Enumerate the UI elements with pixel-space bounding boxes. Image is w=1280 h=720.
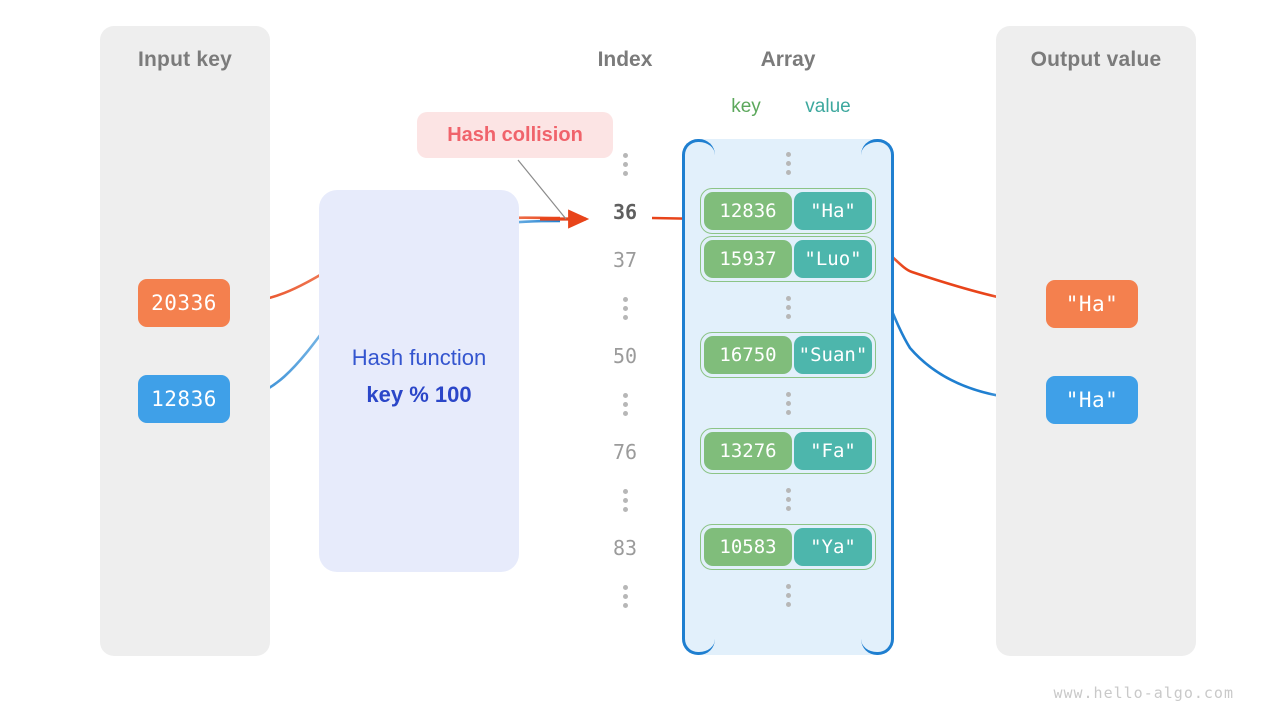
input-key-panel: Input key — [100, 26, 270, 656]
array-rows: 12836"Ha"15937"Luo"16750"Suan"13276"Fa"1… — [682, 139, 894, 655]
ellipsis-icon — [785, 583, 791, 607]
ellipsis-icon — [785, 391, 791, 415]
bucket-key: 16750 — [704, 336, 792, 374]
hash-function-formula: key % 100 — [366, 382, 472, 407]
hash-function-box: Hash function key % 100 — [319, 190, 519, 572]
array-ellipsis — [682, 475, 894, 523]
output-panel-title: Output value — [1030, 48, 1162, 71]
array-bucket: 16750"Suan" — [682, 331, 894, 379]
key-value-pair[interactable]: 12836"Ha" — [700, 188, 876, 234]
index-ellipsis — [585, 476, 665, 524]
index-label: 76 — [612, 440, 638, 464]
ellipsis-icon — [622, 152, 628, 176]
key-value-pair[interactable]: 15937"Luo" — [700, 236, 876, 282]
array-ellipsis — [682, 139, 894, 187]
value-subheader: value — [805, 96, 851, 117]
array-ellipsis — [682, 283, 894, 331]
bucket-value: "Luo" — [794, 240, 872, 278]
watermark: www.hello-algo.com — [1053, 684, 1234, 702]
bucket-key: 12836 — [704, 192, 792, 230]
input-key-chip-1[interactable]: 20336 — [138, 279, 230, 327]
array-ellipsis — [682, 571, 894, 619]
output-value-panel: Output value — [996, 26, 1196, 656]
collision-leader-line — [517, 159, 567, 220]
index-column: 36 37 50 76 83 — [585, 140, 665, 620]
key-value-pair[interactable]: 10583"Ya" — [700, 524, 876, 570]
ellipsis-icon — [785, 295, 791, 319]
index-ellipsis — [585, 572, 665, 620]
index-ellipsis — [585, 284, 665, 332]
bucket-key: 13276 — [704, 432, 792, 470]
index-label: 50 — [612, 344, 638, 368]
index-label: 83 — [612, 536, 638, 560]
array-bucket: 10583"Ya" — [682, 523, 894, 571]
bucket-value: "Ha" — [794, 192, 872, 230]
bucket-key: 15937 — [704, 240, 792, 278]
array-bucket: 15937"Luo" — [682, 235, 894, 283]
ellipsis-icon — [785, 151, 791, 175]
index-column-header: Index — [597, 48, 653, 71]
bucket-key: 10583 — [704, 528, 792, 566]
ellipsis-icon — [622, 584, 628, 608]
output-value-chip-1[interactable]: "Ha" — [1046, 280, 1138, 328]
array-bucket: 13276"Fa" — [682, 427, 894, 475]
index-ellipsis — [585, 380, 665, 428]
index-label: 36 — [612, 200, 638, 224]
array-column-header: Array — [760, 48, 816, 71]
bucket-value: "Fa" — [794, 432, 872, 470]
hash-function-label: Hash function — [351, 345, 487, 370]
output-value-chip-2[interactable]: "Ha" — [1046, 376, 1138, 424]
hash-collision-badge: Hash collision — [417, 112, 613, 158]
key-value-pair[interactable]: 13276"Fa" — [700, 428, 876, 474]
ellipsis-icon — [785, 487, 791, 511]
key-subheader: key — [731, 96, 761, 117]
ellipsis-icon — [622, 488, 628, 512]
bucket-value: "Suan" — [794, 336, 872, 374]
ellipsis-icon — [622, 392, 628, 416]
array-ellipsis — [682, 379, 894, 427]
input-key-chip-2[interactable]: 12836 — [138, 375, 230, 423]
array-bucket: 12836"Ha" — [682, 187, 894, 235]
bucket-value: "Ya" — [794, 528, 872, 566]
array-container: 12836"Ha"15937"Luo"16750"Suan"13276"Fa"1… — [682, 139, 894, 655]
index-label: 37 — [612, 248, 638, 272]
input-panel-title: Input key — [138, 48, 232, 71]
ellipsis-icon — [622, 296, 628, 320]
key-value-pair[interactable]: 16750"Suan" — [700, 332, 876, 378]
index-ellipsis — [585, 140, 665, 188]
